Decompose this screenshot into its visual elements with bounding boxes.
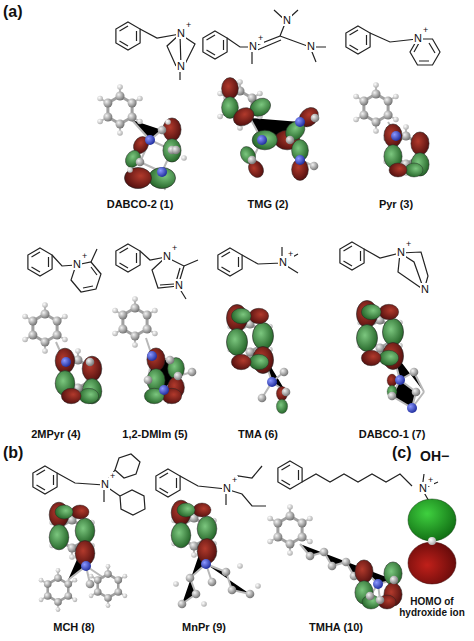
atom-label: N bbox=[420, 283, 430, 295]
molecule-name: TMHA (10) bbox=[309, 621, 363, 633]
atom-label: + bbox=[422, 26, 429, 36]
atom-label: + bbox=[427, 476, 434, 486]
molecule-name: Pyr (3) bbox=[379, 198, 413, 210]
atom-label: N bbox=[306, 40, 316, 52]
molecule-name: DABCO-1 (7) bbox=[359, 428, 426, 440]
atom-label: + bbox=[109, 472, 116, 482]
atom-label: + bbox=[405, 240, 412, 250]
atom-label: + bbox=[231, 476, 238, 486]
molecule-name: MCH (8) bbox=[53, 621, 95, 633]
molecule-name: 1,2-DMIm (5) bbox=[122, 428, 187, 440]
atom-label: + bbox=[185, 21, 192, 31]
molecule-name: MnPr (9) bbox=[182, 621, 226, 633]
ion-formula: OH− bbox=[420, 449, 449, 464]
atom-label: + bbox=[81, 252, 88, 262]
panel-label: (a) bbox=[3, 3, 23, 21]
atom-label: N bbox=[174, 279, 184, 291]
atom-label: + bbox=[171, 244, 178, 254]
molecule-name: TMA (6) bbox=[238, 428, 278, 440]
molecule-name: DABCO-2 (1) bbox=[107, 198, 174, 210]
orbital-caption: HOMO of hydroxide ion bbox=[393, 596, 471, 618]
atom-label: + bbox=[287, 250, 294, 260]
molecule-name: TMG (2) bbox=[248, 198, 289, 210]
atom-label: + bbox=[257, 34, 264, 44]
atom-label: N bbox=[282, 14, 292, 26]
panel-label: (b) bbox=[3, 444, 23, 462]
panel-label: (c) bbox=[392, 444, 412, 462]
molecule-name: 2MPyr (4) bbox=[31, 428, 81, 440]
atom-label: N bbox=[176, 60, 186, 72]
